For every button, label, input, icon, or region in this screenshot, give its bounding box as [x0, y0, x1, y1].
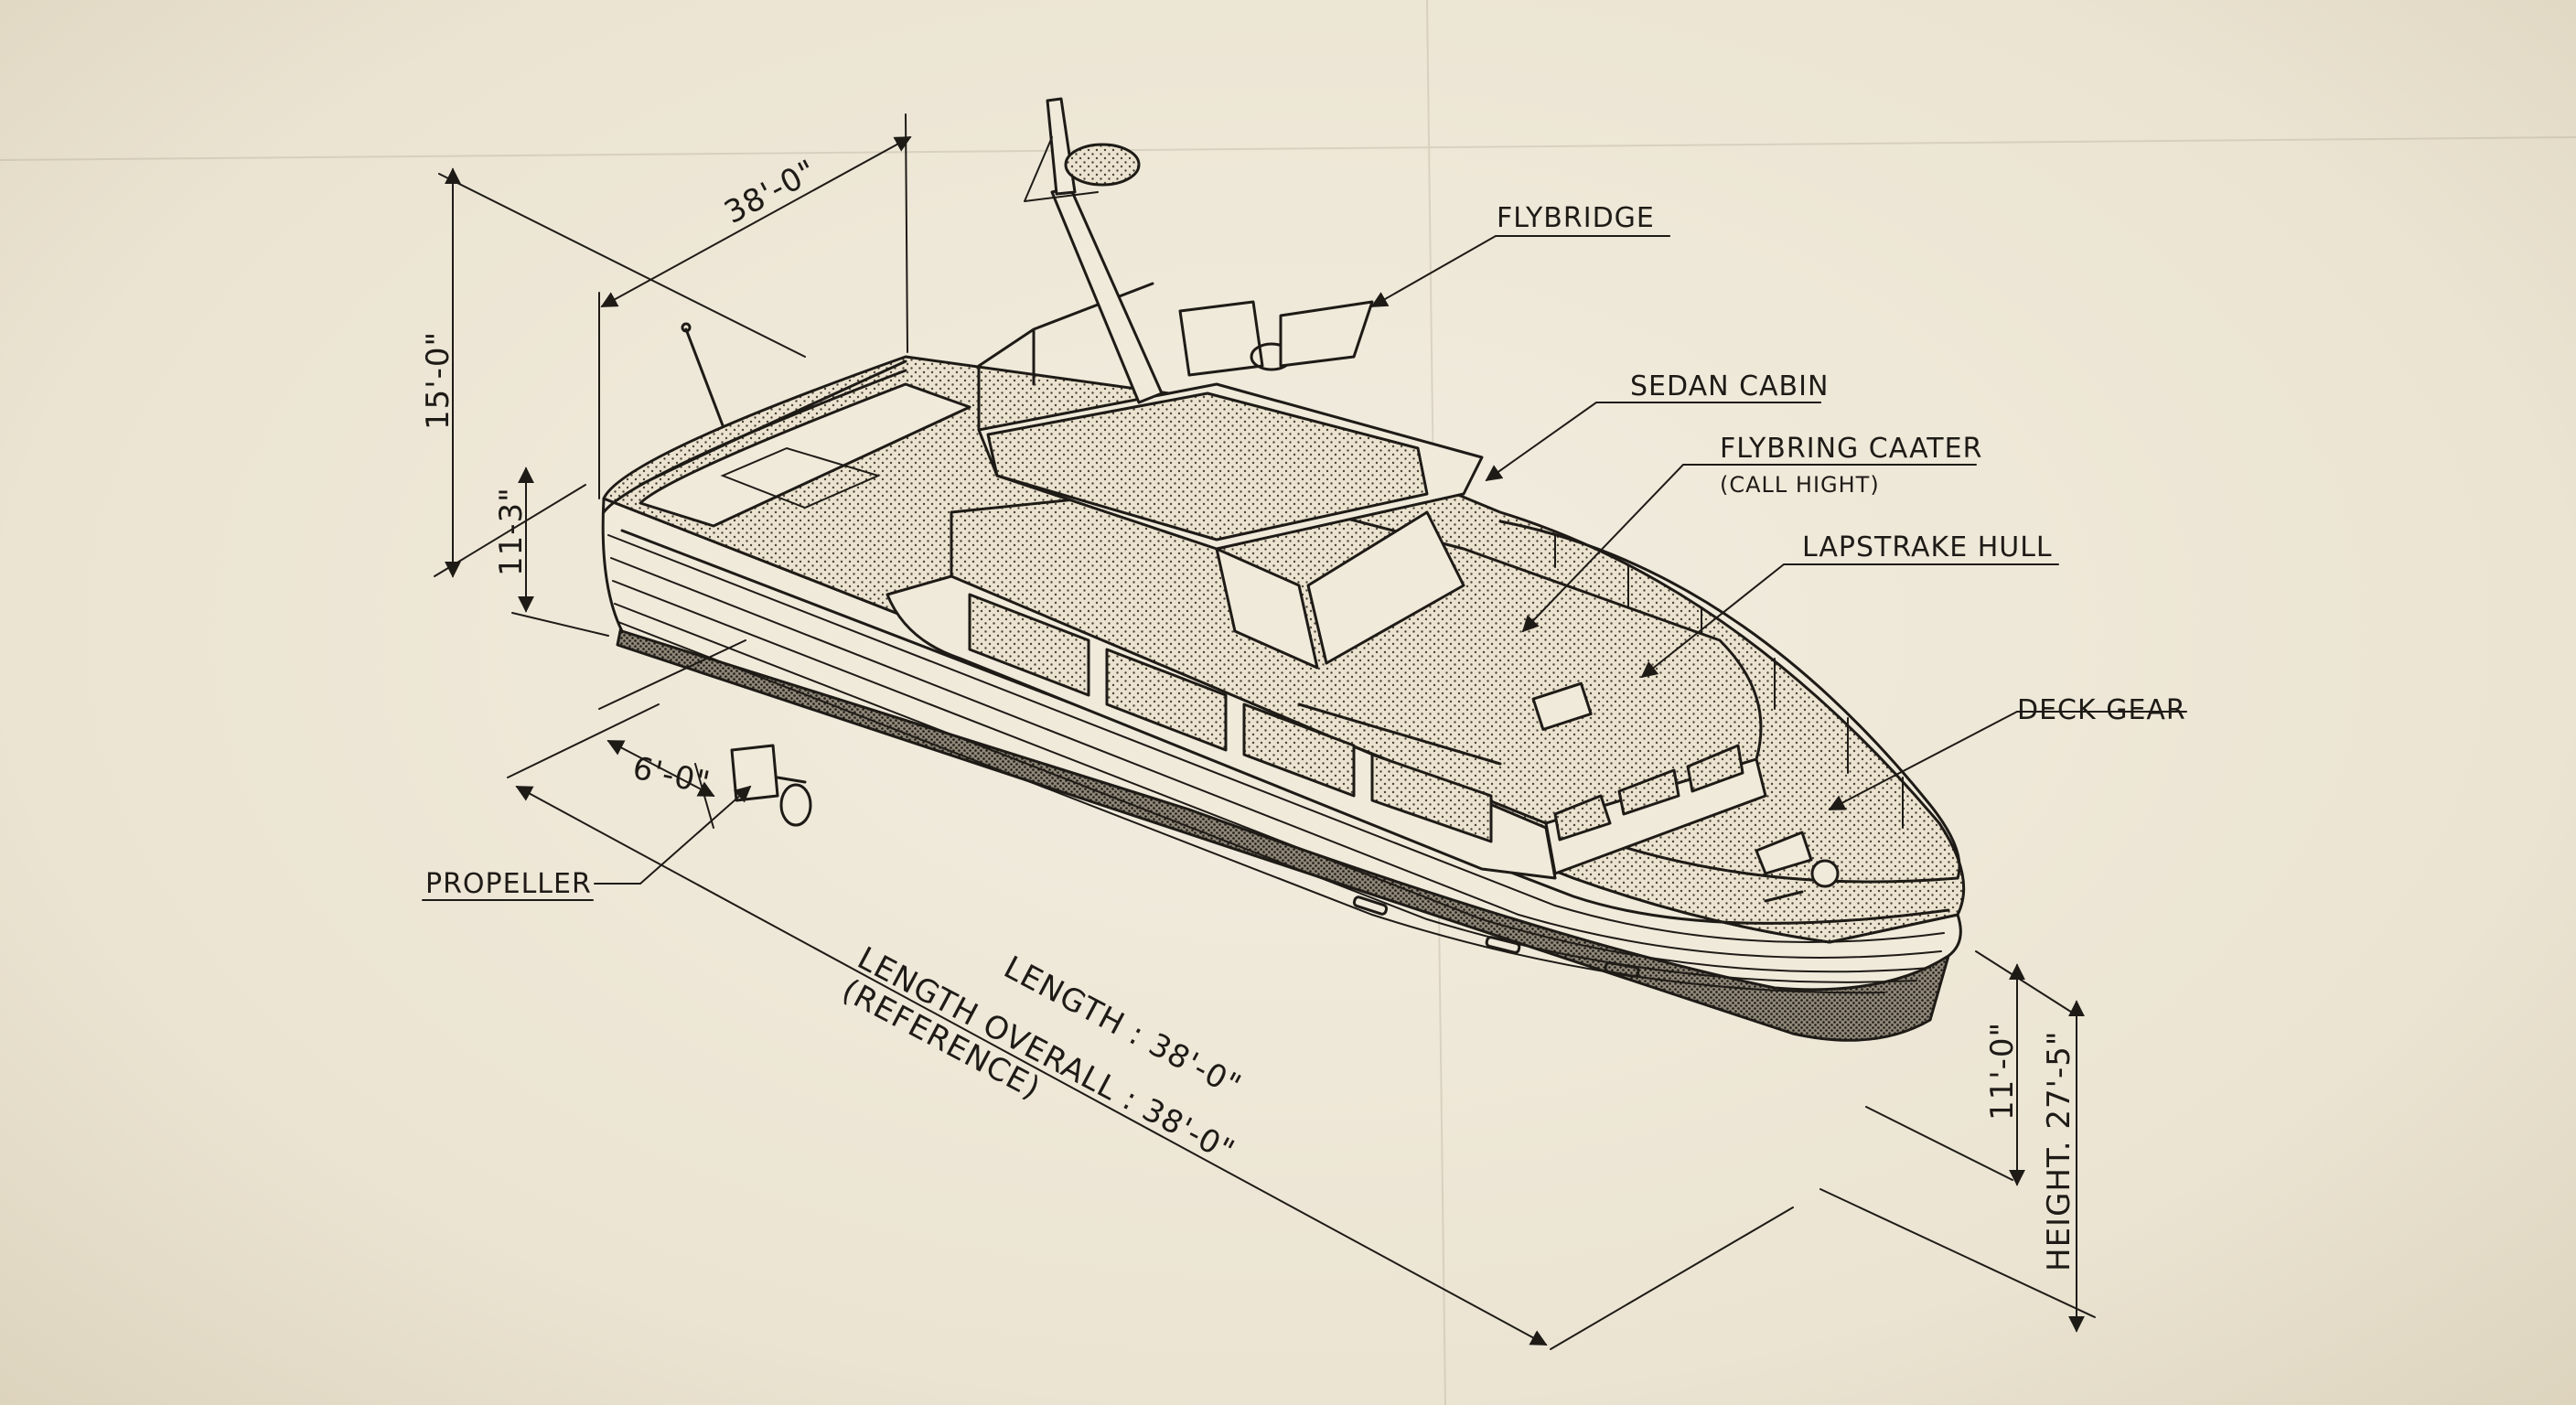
leader-flybring-caater [1521, 464, 1977, 633]
propeller [730, 744, 812, 827]
deck-hatch [1531, 681, 1593, 731]
dimension-lines [434, 113, 2096, 1350]
deck-gear [1755, 831, 1840, 903]
antenna [684, 327, 724, 427]
leader-flybridge [1370, 235, 1670, 307]
dim-total-height: 15'-0" [420, 331, 456, 430]
flybridge [681, 97, 1484, 670]
radar-mast [1050, 186, 1164, 404]
label-call-hight: (CALL HIGHT) [1720, 472, 1880, 498]
label-flybridge: FLYBRIDGE [1497, 202, 1655, 234]
dim-top-length: 38'-0" [718, 153, 822, 231]
helm-seat [1178, 300, 1264, 377]
radar-dome [1064, 143, 1141, 187]
leader-propeller [594, 785, 752, 885]
dim-height: HEIGHT. 27'-5" [2041, 1031, 2077, 1272]
label-lapstrake-hull: LAPSTRAKE HULL [1802, 531, 2053, 563]
callout-labels: FLYBRIDGE SEDAN CABIN FLYBRING CAATER (C… [422, 202, 2186, 901]
dim-stern-height: 11-3" [493, 487, 530, 576]
dim-bow-height: 11'-0" [1984, 1022, 2021, 1121]
label-sedan-cabin: SEDAN CABIN [1630, 370, 1829, 402]
label-flybring-caater: FLYBRING CAATER [1720, 433, 1982, 465]
dim-stern-draft: 6'-0" [629, 750, 714, 802]
label-deck-gear: DECK GEAR [2017, 694, 2186, 726]
label-propeller: PROPELLER [425, 868, 592, 900]
grab-rail [1297, 702, 1502, 766]
cabin-front-windows [1553, 744, 1744, 842]
leader-lapstrake-hull [1640, 563, 2059, 679]
leader-deck-gear [1828, 711, 2187, 810]
